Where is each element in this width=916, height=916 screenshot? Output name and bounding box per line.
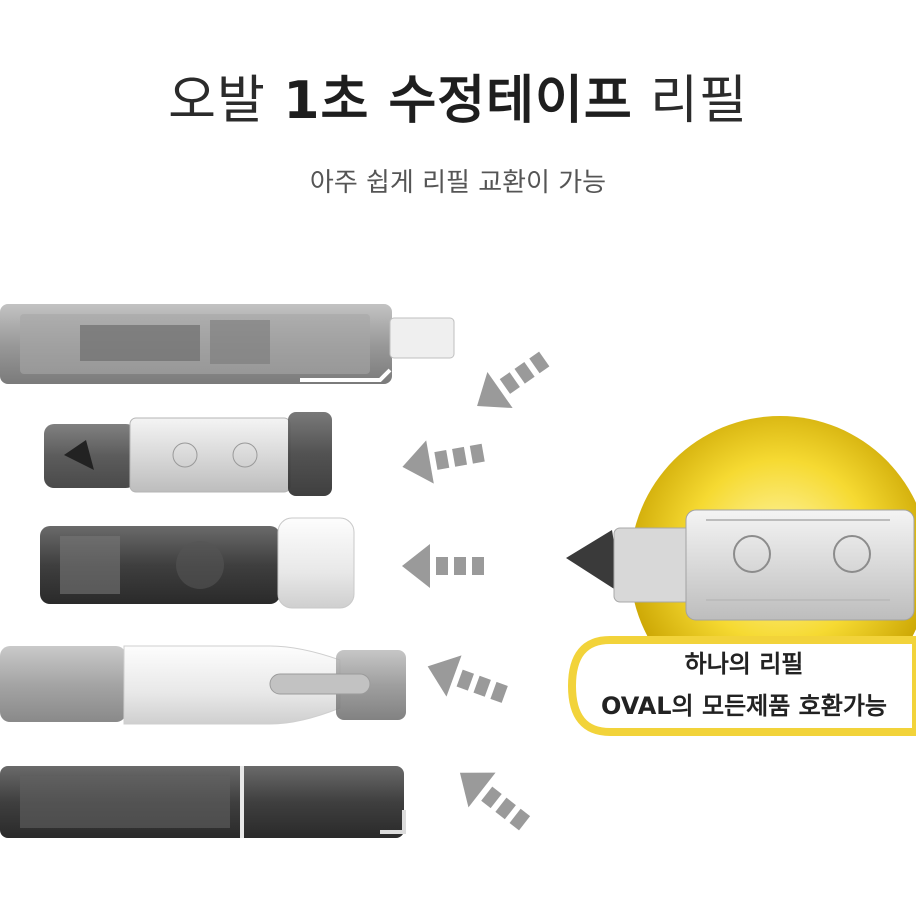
- title-part-right: 리필: [632, 71, 748, 131]
- callout-line-1: 하나의 리필: [684, 650, 804, 678]
- page-title: 오발 1초 수정테이프 리필: [0, 58, 916, 133]
- arrow-2: [402, 440, 485, 484]
- arrow-5: [459, 772, 531, 831]
- title-part-bold: 1초 수정테이프: [283, 71, 633, 131]
- tape-pen-2: [44, 412, 332, 496]
- callout-line-2: OVAL의 모든제품 호환가능: [600, 692, 887, 720]
- tape-pen-1: [0, 304, 455, 384]
- refill-callout: 하나의 리필 OVAL의 모든제품 호환가능: [572, 636, 916, 734]
- tape-pen-3: [40, 517, 355, 609]
- title-part-left: 오발: [168, 71, 284, 131]
- arrow-4: [427, 655, 508, 703]
- callout-pill: [567, 636, 916, 736]
- tape-pen-4: [0, 645, 406, 725]
- page-subtitle: 아주 쉽게 리필 교환이 가능: [309, 168, 607, 198]
- tape-pen-5: [0, 766, 406, 838]
- arrow-1: [477, 351, 550, 409]
- arrow-3: [402, 544, 484, 588]
- arrows: [402, 351, 550, 831]
